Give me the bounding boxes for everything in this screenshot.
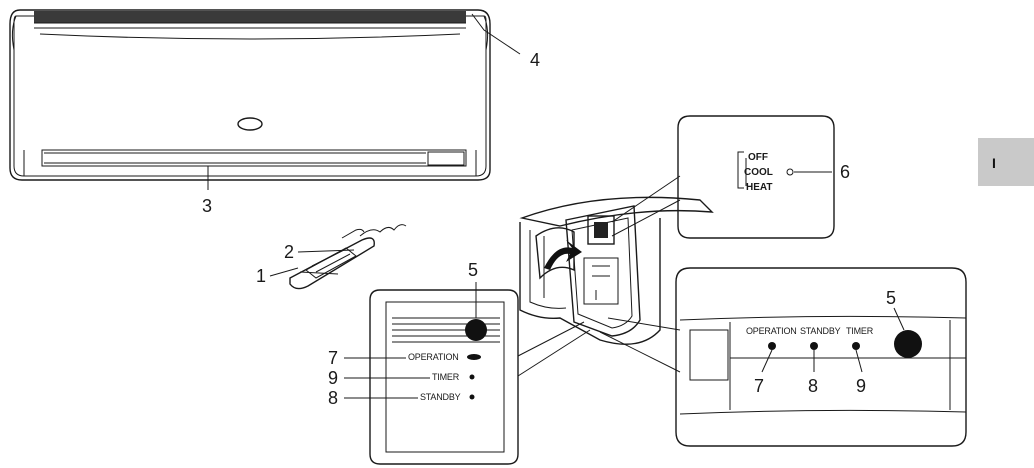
remote-control xyxy=(289,224,407,290)
mode-switch-housing xyxy=(587,215,615,245)
mode-switch-knob xyxy=(786,168,794,176)
air-louvre xyxy=(41,149,467,167)
top-grille xyxy=(34,11,466,23)
operation-led-panel xyxy=(467,354,481,360)
timer-led-panel xyxy=(469,374,475,380)
panel-label-standby: STANDBY xyxy=(420,392,461,402)
detail-label-operation: OPERATION xyxy=(746,326,797,336)
detail-label-timer: TIMER xyxy=(846,326,874,336)
operation-led-detail xyxy=(768,342,776,350)
display-window xyxy=(427,151,465,166)
display-detail: OPERATION STANDBY TIMER xyxy=(675,267,967,447)
receiver-window-detail xyxy=(894,330,922,358)
callout-2: 2 xyxy=(284,242,294,262)
panel-label-timer: TIMER xyxy=(432,372,460,382)
callout-9-detail: 9 xyxy=(856,376,866,396)
panel-label-operation: OPERATION xyxy=(408,352,459,362)
callout-3: 3 xyxy=(202,196,212,216)
callout-9-panel: 9 xyxy=(328,368,338,388)
switch-detail: OFF COOL HEAT xyxy=(677,115,835,239)
open-lid-arrow xyxy=(544,240,582,270)
front-panel-detail: OPERATION TIMER STANDBY xyxy=(369,289,519,465)
receiver-window xyxy=(465,319,487,341)
callout-8-detail: 8 xyxy=(808,376,818,396)
callout-5-panel: 5 xyxy=(468,260,478,280)
switch-label-off: OFF xyxy=(748,152,768,163)
section-tab-letter: I xyxy=(992,155,996,171)
switch-label-cool: COOL xyxy=(744,167,773,178)
logo-badge xyxy=(237,117,263,131)
section-tab: I xyxy=(978,138,1034,186)
callout-7-panel: 7 xyxy=(328,348,338,368)
callout-4: 4 xyxy=(530,50,540,70)
indoor-unit xyxy=(9,9,491,181)
standby-led-panel xyxy=(469,394,475,400)
callout-5-detail: 5 xyxy=(886,288,896,308)
switch-label-heat: HEAT xyxy=(746,182,772,193)
callout-1: 1 xyxy=(256,266,266,286)
timer-led-detail xyxy=(852,342,860,350)
callout-7-detail: 7 xyxy=(754,376,764,396)
callout-6: 6 xyxy=(840,162,850,182)
standby-led-detail xyxy=(810,342,818,350)
unit-side-view xyxy=(519,196,714,345)
detail-label-standby: STANDBY xyxy=(800,326,841,336)
callout-8-panel: 8 xyxy=(328,388,338,408)
